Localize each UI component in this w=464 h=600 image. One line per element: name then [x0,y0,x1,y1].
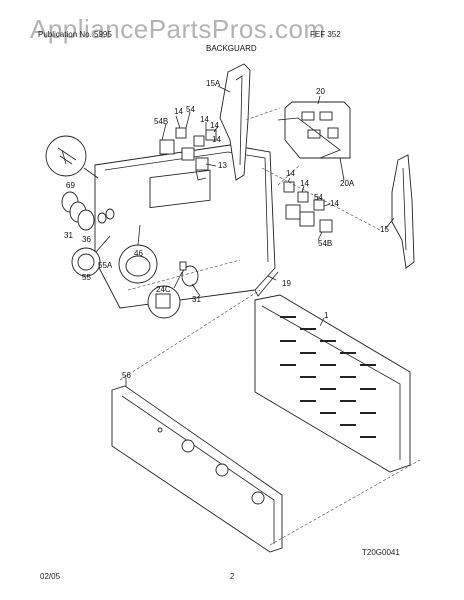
label-55: 55 [82,273,91,282]
label-55a: 55A [98,261,113,270]
label-20a: 20A [340,179,355,188]
assembly-dashed-lines [119,107,421,546]
lower-right-knob [179,261,199,287]
footer-date: 02/05 [40,572,61,581]
label-31-a: 31 [64,231,73,240]
end-cap-15a [219,63,251,181]
label-69: 69 [66,181,75,190]
lower-switch-cluster [283,181,333,233]
publication-number: Publication No. 5995 [38,30,112,39]
label-19: 19 [282,279,291,288]
rear-cover-1 [254,294,411,473]
figure-code: T20G0041 [362,548,400,557]
label-54-a: 54 [186,105,195,114]
footer-page-number: 2 [230,572,235,581]
label-31-b: 31 [192,295,201,304]
section-title: BACKGUARD [206,44,257,53]
label-24c: 24C [156,285,171,294]
label-14-g: 14 [330,199,339,208]
label-15: 15 [380,225,389,234]
callout-circle-69 [45,135,99,179]
label-14-d: 14 [212,135,221,144]
label-14-b: 14 [200,115,209,124]
callout-circle-46 [118,224,158,284]
label-15a: 15A [206,79,221,88]
watermark: AppliancePartsPros.com [30,14,326,44]
leader-lines [125,85,395,386]
model-code: FEF 352 [310,30,341,39]
left-knobs [61,191,115,231]
vent-slots [280,316,376,438]
label-14-a: 14 [174,107,183,116]
upper-switch-cluster [159,127,217,181]
label-56: 56 [122,371,131,380]
label-54-b: 54 [314,193,323,202]
label-54b-a: 54B [154,117,168,126]
label-14-e: 14 [286,169,295,178]
bracket-56 [111,385,283,553]
label-36: 36 [82,235,91,244]
label-46: 46 [134,249,143,258]
callout-circle-55 [71,235,111,277]
label-14-c: 14 [210,121,219,130]
label-54b-b: 54B [318,239,332,248]
end-cap-15 [391,154,415,269]
label-1: 1 [324,311,329,320]
label-13: 13 [218,161,227,170]
control-board-20 [277,101,351,159]
callout-circle-24c [147,271,183,319]
label-20: 20 [316,87,325,96]
callout-labels: 15A 20 14 54 54B 14 14 14 13 20A 69 14 1… [64,79,389,380]
label-14-f: 14 [300,179,309,188]
